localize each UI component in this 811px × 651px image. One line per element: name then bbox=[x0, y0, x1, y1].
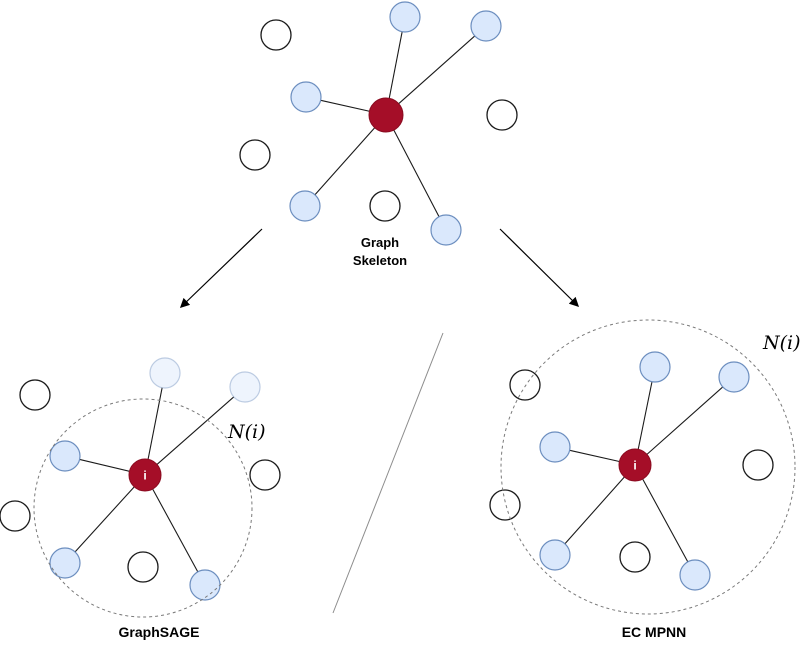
target-node bbox=[368, 97, 404, 133]
graph-graph-skeleton bbox=[239, 1, 518, 246]
graph-edge bbox=[569, 449, 620, 463]
graph-edge bbox=[564, 476, 625, 545]
graph-edge bbox=[642, 478, 689, 563]
graph-edge bbox=[388, 31, 403, 99]
plain-node bbox=[127, 551, 159, 583]
graph-edge bbox=[79, 458, 130, 472]
neighbor-node bbox=[49, 440, 81, 472]
neighbor-node bbox=[289, 190, 321, 222]
caption-graph-skeleton-line1: Graph bbox=[361, 235, 399, 250]
plain-node bbox=[249, 459, 281, 491]
graph-graphsage: i bbox=[0, 357, 281, 618]
graph-edge bbox=[147, 387, 163, 460]
neighbor-node bbox=[389, 1, 421, 33]
plain-node bbox=[239, 139, 271, 171]
neighbor-node bbox=[49, 547, 81, 579]
neighbor-node bbox=[539, 431, 571, 463]
graph-edge bbox=[314, 127, 376, 196]
neighbor-node-faded bbox=[149, 357, 181, 389]
neighbor-node bbox=[290, 81, 322, 113]
target-node bbox=[128, 458, 162, 492]
graph-ec-mpnn: i bbox=[489, 319, 796, 615]
label-neighborhood-left: N(i) bbox=[227, 421, 266, 443]
plain-node bbox=[489, 489, 521, 521]
target-node-label: i bbox=[143, 469, 146, 483]
neighbor-node bbox=[539, 539, 571, 571]
neighbor-node bbox=[679, 559, 711, 591]
branch-arrow bbox=[179, 228, 263, 308]
plain-node bbox=[486, 99, 518, 131]
target-node-label: i bbox=[633, 459, 636, 473]
label-neighborhood-right: N(i) bbox=[762, 332, 801, 354]
neighbor-node bbox=[470, 10, 502, 42]
plain-node bbox=[619, 541, 651, 573]
plain-node bbox=[19, 379, 51, 411]
caption-graphsage: GraphSAGE bbox=[119, 624, 200, 640]
target-node bbox=[618, 448, 652, 482]
graph-edge bbox=[320, 99, 370, 112]
plain-node bbox=[509, 369, 541, 401]
neighbor-node-faded bbox=[229, 371, 261, 403]
plain-node bbox=[369, 190, 401, 222]
caption-graph-skeleton-line2: Skeleton bbox=[353, 253, 407, 268]
plain-node bbox=[742, 449, 774, 481]
graph-edge bbox=[646, 386, 724, 455]
caption-ec-mpnn: EC MPNN bbox=[622, 624, 687, 640]
neighbor-node bbox=[639, 351, 671, 383]
graph-edge bbox=[156, 396, 235, 465]
divider-line bbox=[332, 332, 444, 614]
neighbor-node bbox=[718, 361, 750, 393]
graph-edge bbox=[74, 486, 135, 553]
neighborhood-boundary bbox=[500, 319, 796, 615]
graph-edge bbox=[393, 129, 440, 217]
graph-edge bbox=[152, 488, 199, 573]
neighbor-node bbox=[430, 214, 462, 246]
neighbor-node bbox=[189, 569, 221, 601]
plain-node bbox=[0, 500, 31, 532]
plain-node bbox=[260, 19, 292, 51]
branch-arrow bbox=[499, 228, 580, 308]
neighborhood-boundary bbox=[33, 398, 253, 618]
graph-edge bbox=[398, 35, 476, 105]
graph-edge bbox=[637, 381, 653, 450]
